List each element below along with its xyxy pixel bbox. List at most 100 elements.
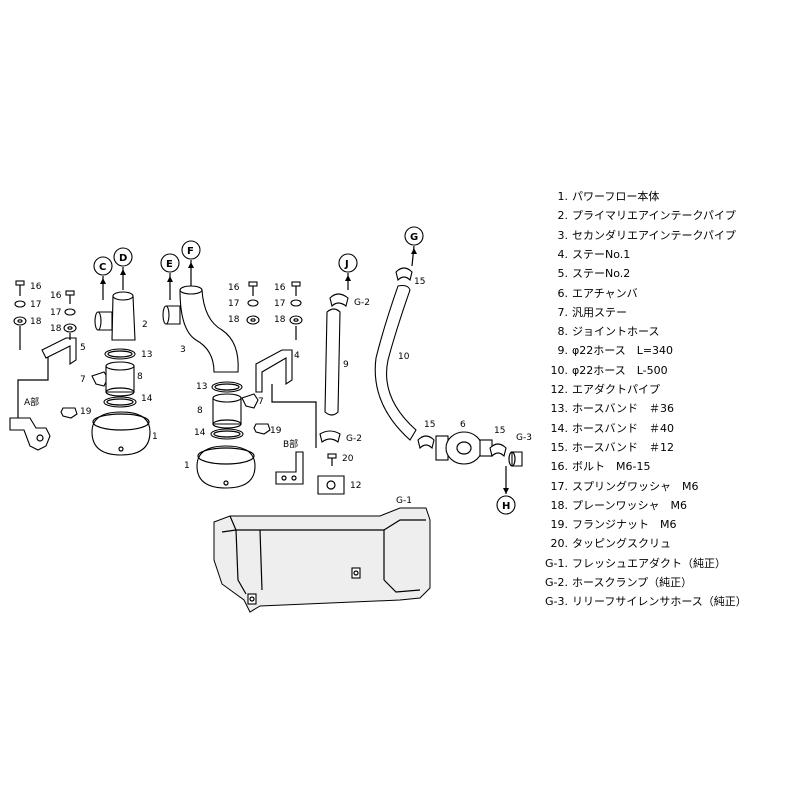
legend-item-text: パワーフロー本体: [572, 190, 660, 203]
legend-item-number: 12.: [550, 383, 569, 396]
label-17-b: 17: [50, 308, 61, 318]
legend-item-text: ホースバンド ＃36: [572, 402, 674, 416]
secondary-intake-pipe: [179, 289, 239, 373]
legend-item: 1.パワーフロー本体: [538, 187, 660, 206]
legend-item-number: 9.: [557, 344, 569, 358]
label-g1: G-1: [396, 496, 412, 506]
legend-item-text: ホースバンド ＃40: [572, 421, 674, 435]
label-16-d: 16: [274, 283, 286, 293]
label-part-a: A部: [24, 396, 39, 408]
stay-no1: [255, 349, 293, 393]
label-18-d: 18: [274, 315, 286, 325]
callout-d: [113, 247, 133, 267]
callout-g-label: G: [410, 232, 418, 243]
legend-item-text: ホースクランプ（純正）: [572, 576, 693, 589]
legend-item-number: 7.: [557, 305, 569, 319]
legend-item-number: 15.: [550, 440, 569, 454]
legend-item-text: エアダクトパイプ: [572, 383, 660, 396]
legend-item: 9.φ22ホース L=340: [538, 341, 674, 360]
legend-item-number: 3.: [557, 228, 569, 242]
legend-item-text: ステーNo.2: [572, 267, 631, 281]
callout-c-label: C: [99, 262, 106, 273]
label-18-b: 18: [50, 324, 62, 334]
legend-item-number: 5.: [557, 267, 569, 281]
hose-10: [374, 284, 417, 441]
legend-item-number: 13.: [550, 402, 569, 416]
legend-item: 4.ステーNo.1: [538, 245, 631, 264]
legend-item: 3.セカンダリエアインテークパイプ: [538, 226, 736, 245]
label-1-b: 1: [184, 461, 190, 471]
hose-clamp-g2-b: [319, 430, 341, 443]
label-19-b: 19: [270, 426, 282, 436]
legend-item-number: 6.: [557, 286, 569, 300]
callout-e-label: E: [166, 259, 173, 270]
callout-f: [181, 240, 201, 260]
label-8-b: 8: [197, 406, 203, 416]
legend-item: 13.ホースバンド ＃36: [538, 399, 675, 418]
label-4: 4: [294, 351, 300, 361]
legend-item: 20.タッピングスクリュ: [538, 534, 672, 553]
label-14-a: 14: [141, 394, 153, 404]
spring-washer-17-a: [14, 300, 26, 308]
legend-item: 14.ホースバンド ＃40: [538, 419, 675, 438]
label-19-a: 19: [80, 407, 92, 417]
legend-item-text: ステーNo.1: [572, 247, 631, 261]
legend-item-number: 18.: [550, 498, 569, 512]
center-hoses: J G-2 9 G-2 20 12 G 15 10 15: [317, 226, 532, 515]
plain-washer-18-a: [13, 316, 27, 326]
bracket-b-detail: [275, 451, 304, 485]
label-18-c: 18: [228, 315, 240, 325]
legend-item: 10.φ22ホース L-500: [538, 361, 668, 380]
bolt-16-left-b: [65, 290, 75, 304]
stay-no2: [41, 337, 77, 366]
bolt-16-mid-a: [248, 281, 258, 287]
label-12: 12: [350, 481, 361, 491]
callout-g: [404, 226, 424, 246]
plain-washer-18-d: [289, 315, 303, 325]
spring-washer-17-c: [247, 299, 259, 307]
label-16-b: 16: [50, 291, 62, 301]
legend-item: 18.プレーンワッシャ M6: [538, 496, 687, 515]
hose-9: [324, 308, 341, 416]
legend-item-number: 17.: [550, 479, 569, 493]
legend-item-number: 2.: [557, 209, 569, 223]
hose-band-15-b: [417, 435, 435, 450]
legend-item-text: エアチャンバ: [572, 286, 638, 300]
air-duct-pipe: [317, 475, 345, 495]
legend-item: 6.エアチャンバ: [538, 284, 638, 303]
hose-clamp-g2-a: [329, 293, 349, 308]
callout-c: [93, 256, 113, 276]
legend-item-number: G-2.: [545, 576, 568, 589]
legend-item-text: スプリングワッシャ M6: [572, 479, 699, 493]
label-13-b: 13: [196, 382, 207, 392]
air-chamber: [435, 431, 493, 465]
legend-item-text: フランジナット M6: [572, 518, 677, 532]
callout-e: [160, 253, 180, 273]
label-part-b: B部: [283, 438, 298, 450]
callout-j: [338, 253, 358, 273]
legend-item: 17.スプリングワッシャ M6: [538, 477, 699, 496]
legend-item-number: 20.: [550, 537, 569, 551]
label-13-a: 13: [141, 350, 152, 360]
label-2: 2: [142, 320, 148, 330]
legend-item-text: プライマリエアインテークパイプ: [572, 209, 736, 223]
label-20: 20: [342, 454, 354, 464]
spring-washer-17-d: [290, 299, 302, 307]
flange-nut-19-a: [60, 407, 78, 419]
label-6: 6: [460, 420, 466, 430]
legend-item: 16.ボルト M6-15: [538, 457, 651, 476]
legend-item: 5.ステーNo.2: [538, 264, 631, 283]
legend-item: G-3.リリーフサイレンサホース（純正）: [538, 592, 747, 611]
label-7-a: 7: [80, 375, 86, 385]
legend-item: 15.ホースバンド ＃12: [538, 438, 675, 457]
legend-item: 12.エアダクトパイプ: [538, 380, 661, 399]
callout-h: [496, 495, 516, 515]
legend-item: G-2. ホースクランプ（純正）: [538, 573, 692, 592]
legend-item-text: フレッシュエアダクト（純正）: [572, 556, 726, 570]
label-16-a: 16: [30, 282, 42, 292]
left-assembly: 16 17 18 A部 16 17 18 5 7: [9, 247, 158, 456]
callout-d-label: D: [119, 253, 127, 264]
label-1-a: 1: [152, 432, 158, 442]
plain-washer-18-c: [246, 315, 260, 325]
